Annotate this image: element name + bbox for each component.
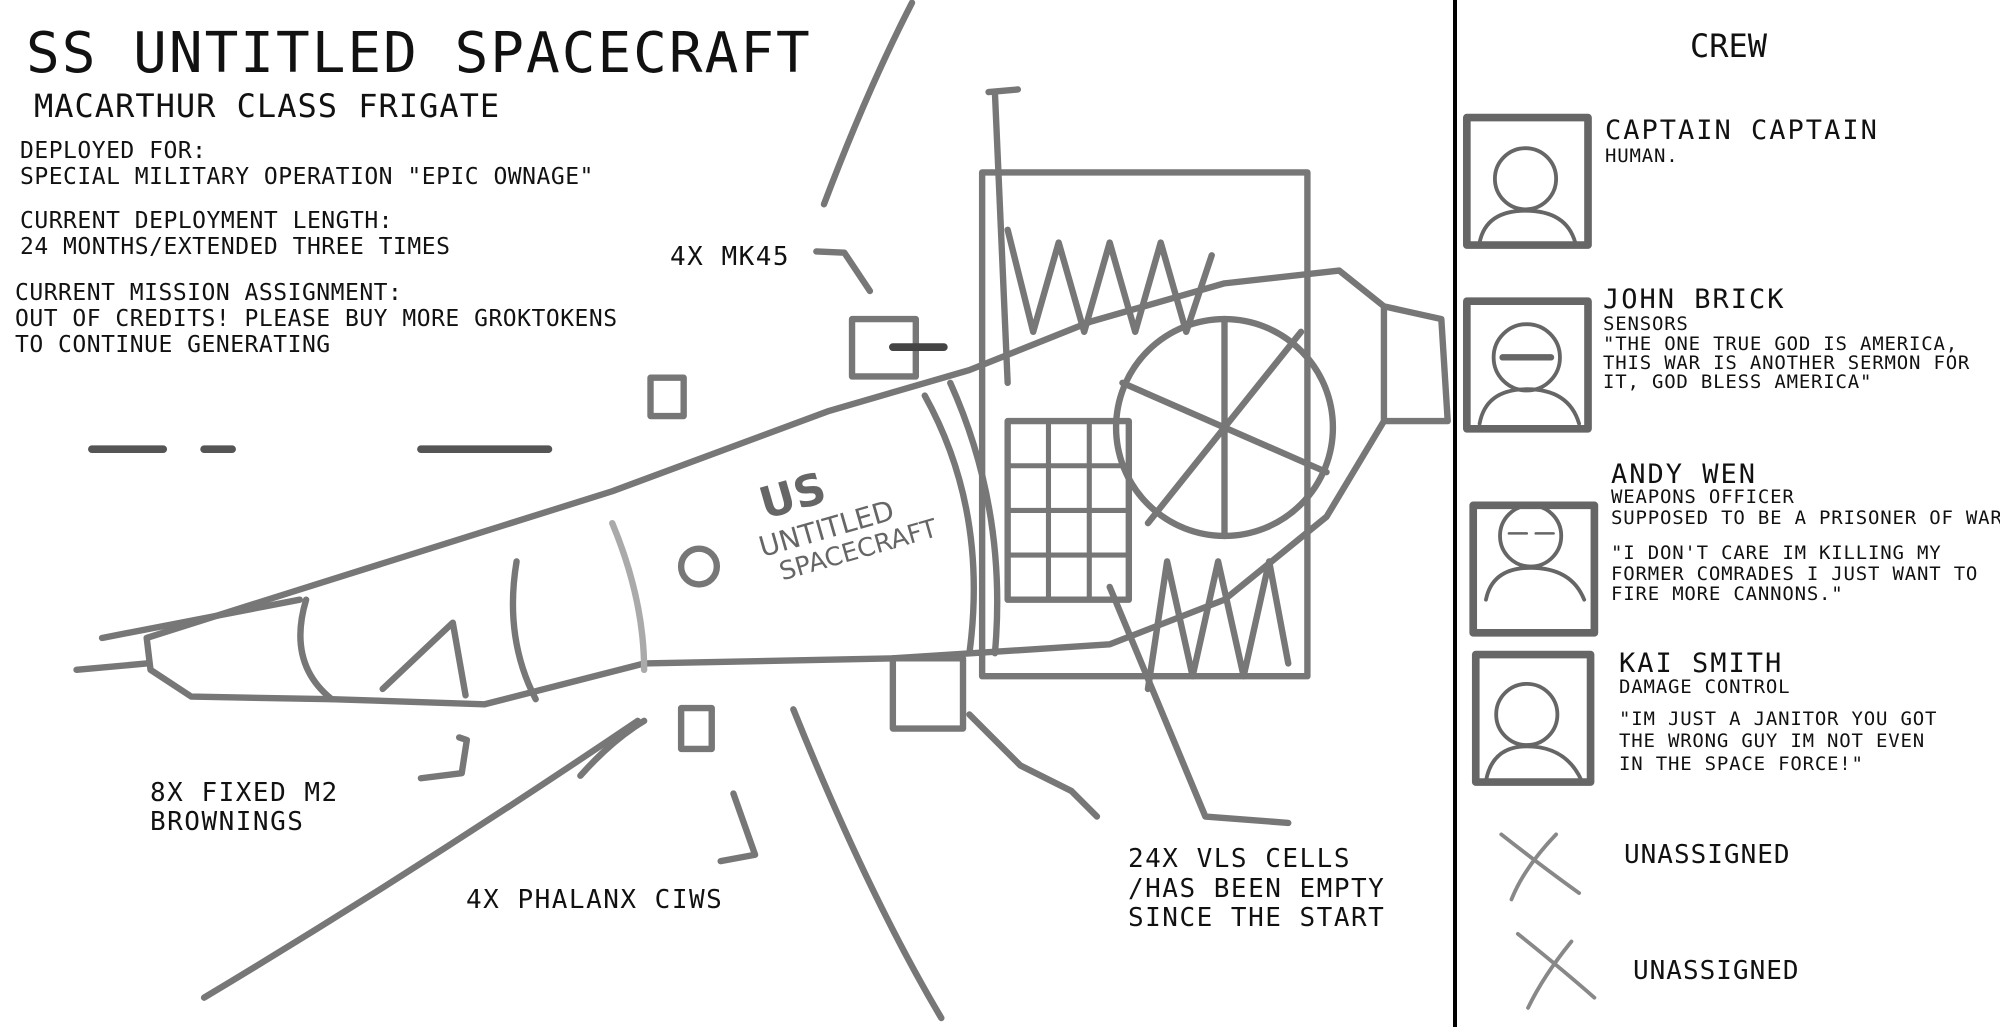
x-mark-icon <box>1515 931 1597 1010</box>
vls-zigzag-bottom <box>1144 558 1292 693</box>
crew-name: KAI SMITH <box>1619 648 1784 679</box>
mission-label: CURRENT MISSION ASSIGNMENT: <box>15 280 403 306</box>
vls-zigzag-top <box>1004 226 1215 336</box>
portrait-frame-smith <box>1471 650 1595 786</box>
crew-quote-line: "IM JUST A JANITOR YOU GOT <box>1619 708 1938 730</box>
crew-role: SENSORS <box>1603 313 1689 335</box>
vls-grid-lines <box>1005 418 1132 603</box>
callout-brownings-1: 8X FIXED M2 <box>150 778 339 808</box>
crew-quote-line: IT, GOD BLESS AMERICA" <box>1603 371 1873 393</box>
mission-line-2: TO CONTINUE GENERATING <box>15 332 331 358</box>
mission-line-1: OUT OF CREDITS! PLEASE BUY MORE GROKTOKE… <box>15 306 618 332</box>
hull-ring-4 <box>921 392 977 657</box>
ship-class: MACARTHUR CLASS FRIGATE <box>34 87 501 125</box>
crew-name: ANDY WEN <box>1611 459 1758 490</box>
thruster <box>1380 303 1451 425</box>
leader-vls <box>1106 583 1292 827</box>
crew-quote-line: THIS WAR IS ANOTHER SERMON FOR <box>1603 352 1971 374</box>
x-mark-icon <box>1499 832 1581 902</box>
leader-mk45 <box>813 248 874 295</box>
ciws-mount-mid <box>677 545 721 588</box>
portrait-wen-head <box>1498 503 1564 569</box>
orbit-arc-top <box>820 0 916 208</box>
landing-arm <box>966 711 1101 820</box>
crew-role: DAMAGE CONTROL <box>1619 676 1791 698</box>
portrait-frame-brick <box>1463 297 1592 433</box>
crew-quote-line: THE WRONG GUY IM NOT EVEN <box>1619 730 1925 752</box>
nose-line <box>73 596 303 674</box>
leader-phalanx <box>717 790 759 865</box>
callout-mk45: 4X MK45 <box>670 242 791 272</box>
hull-ring-1 <box>297 596 335 703</box>
crew-quote-line: "I DON'T CARE IM KILLING MY <box>1611 542 1942 564</box>
deployed-label: DEPLOYED FOR: <box>20 138 207 164</box>
orbit-arc-bottom <box>790 706 945 1022</box>
crew-quote-line: FORMER COMRADES I JUST WANT TO <box>1611 563 1979 585</box>
crew-quote-line: FIRE MORE CANNONS." <box>1611 583 1844 605</box>
hull-ring-3 <box>609 519 648 674</box>
callout-vls-1: 24X VLS CELLS <box>1128 844 1351 874</box>
panel-divider <box>1453 0 1457 1027</box>
crew-name: JOHN BRICK <box>1603 284 1786 315</box>
length-value: 24 MONTHS/EXTENDED THREE TIMES <box>20 234 451 260</box>
crew-note: SUPPOSED TO BE A PRISONER OF WAR <box>1611 507 2000 529</box>
deployed-value: SPECIAL MILITARY OPERATION "EPIC OWNAGE" <box>20 164 594 190</box>
callout-brownings-2: BROWNINGS <box>150 807 305 837</box>
ciws-mount-bottom <box>677 704 715 753</box>
ship-title: SS UNTITLED SPACECRAFT <box>26 21 812 86</box>
unassigned-slot: UNASSIGNED <box>1633 956 1800 986</box>
portrait-wen-body <box>1484 565 1587 602</box>
portrait-frames <box>1463 113 1599 786</box>
portrait-smith-head <box>1494 681 1560 748</box>
engine-wheel-spokes <box>1119 315 1330 540</box>
hull-ring-5 <box>947 379 1001 657</box>
vls-pod <box>889 655 967 732</box>
portrait-captain-head <box>1492 146 1559 212</box>
length-label: CURRENT DEPLOYMENT LENGTH: <box>20 208 394 234</box>
ciws-mount-top <box>647 374 687 420</box>
callout-phalanx: 4X PHALANX CIWS <box>466 885 724 915</box>
trail-arc <box>200 717 641 1001</box>
crew-role: HUMAN. <box>1605 145 1679 167</box>
antenna-mast <box>985 86 1022 387</box>
unassigned-slot: UNASSIGNED <box>1624 840 1791 870</box>
portrait-brick-body <box>1477 387 1581 426</box>
portrait-captain-body <box>1477 208 1578 245</box>
fin <box>379 619 469 699</box>
crew-name: CAPTAIN CAPTAIN <box>1605 115 1879 146</box>
callout-vls-3: SINCE THE START <box>1128 903 1386 933</box>
callout-vls-2: /HAS BEEN EMPTY <box>1128 874 1386 904</box>
crew-quote-line: IN THE SPACE FORCE!" <box>1619 753 1864 775</box>
portrait-frame-captain <box>1463 113 1592 249</box>
leader-brownings <box>417 734 471 782</box>
crew-role: WEAPONS OFFICER <box>1611 486 1795 508</box>
trail-arc-2 <box>577 717 648 779</box>
crew-quote-line: "THE ONE TRUE GOD IS AMERICA, <box>1603 333 1958 355</box>
crew-heading: CREW <box>1690 27 1768 65</box>
hull-outline <box>143 267 1388 708</box>
x-mark-icons <box>1499 832 1597 1010</box>
portrait-smith-body <box>1484 744 1584 783</box>
hull-ring-2 <box>509 558 539 703</box>
